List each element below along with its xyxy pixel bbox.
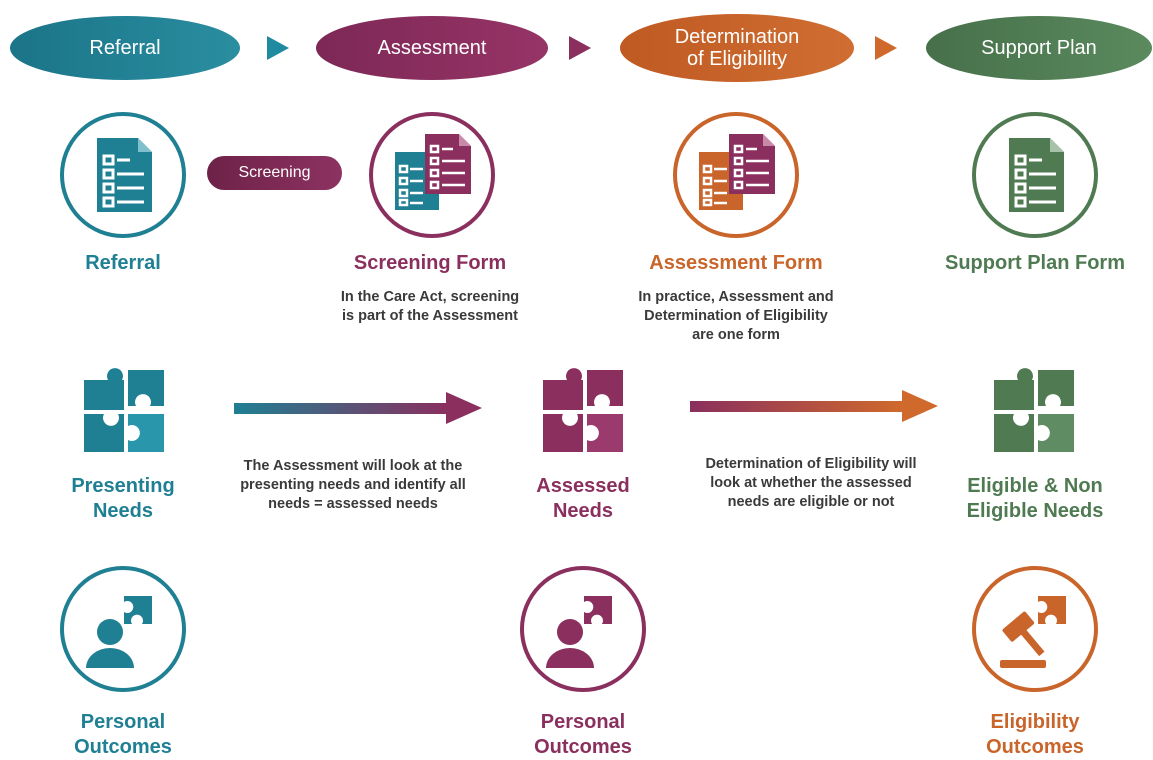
referral-form-label: Referral [85,252,161,274]
arrow-assessed-to-eligible [690,388,940,428]
stage-assessment: Assessment [316,16,548,80]
stage-support-plan-label: Support Plan [981,37,1097,59]
assessed-needs-label: Assessed Needs [536,475,630,522]
screening-label: Screening [238,164,311,181]
screening-note: In the Care Act, screening is part of th… [340,289,520,324]
stage-arrow-2 [569,36,591,60]
stage-determination-label: Determination of Eligibility [674,26,800,70]
stage-assessment-label: Assessment [377,37,487,59]
assessment-form-label: Assessment Form [649,252,823,274]
stage-referral: Referral [10,16,240,80]
personal-outcomes-1-label: Personal Outcomes [74,711,172,758]
stage-arrow-3 [875,36,897,60]
presenting-needs-puzzle-icon [80,366,170,456]
screening-form-icon [369,112,495,238]
referral-form-icon [60,112,186,238]
personal-outcomes-2-icon [520,566,646,692]
stage-arrow-1 [267,36,289,60]
eligible-needs-puzzle-icon [990,366,1080,456]
support-plan-form-icon [972,112,1098,238]
eligible-needs-label: Eligible & Non Eligible Needs [966,475,1104,522]
support-plan-form-label: Support Plan Form [945,252,1125,274]
screening-badge: Screening [207,156,342,190]
assessed-needs-puzzle-icon [539,366,629,456]
stage-determination: Determination of Eligibility [620,14,854,82]
screening-form-label: Screening Form [353,252,507,274]
arrow-presenting-to-assessed [234,390,484,430]
assessment-note: In practice, Assessment and Determinatio… [638,289,834,343]
eligibility-outcomes-gavel-icon [972,566,1098,692]
stage-referral-label: Referral [89,37,161,59]
arrow-2-note: Determination of Eligibility will look a… [705,456,917,510]
personal-outcomes-2-label: Personal Outcomes [534,711,632,758]
presenting-needs-label: Presenting Needs [71,475,175,522]
assessment-form-icon [673,112,799,238]
personal-outcomes-1-icon [60,566,186,692]
eligibility-outcomes-label: Eligibility Outcomes [986,711,1084,758]
stage-support-plan: Support Plan [926,16,1152,80]
arrow-1-note: The Assessment will look at the presenti… [240,458,466,512]
